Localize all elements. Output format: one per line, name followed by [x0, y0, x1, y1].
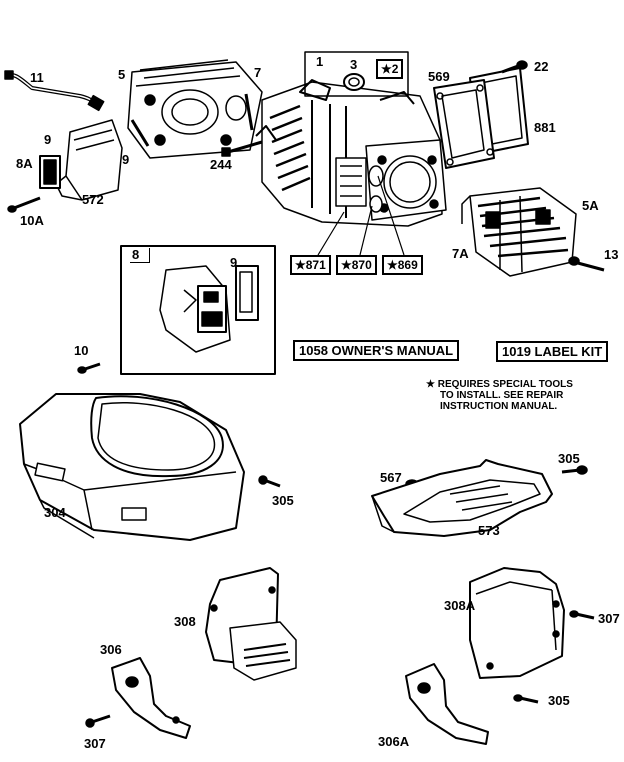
control-bracket-part-572	[55, 119, 123, 201]
screw-part-22	[501, 60, 528, 74]
label-part-13: 13	[604, 247, 619, 262]
label-part-869: ★869	[382, 255, 423, 275]
screw-part-10	[77, 362, 101, 374]
label-part-572: 572	[82, 192, 104, 207]
label-part-569: 569	[428, 69, 450, 84]
baffle-part-306A	[405, 663, 489, 745]
label-part-306A: 306A	[378, 734, 410, 749]
label-part-2: ★2	[376, 59, 404, 79]
label-part-871: ★871	[290, 255, 331, 275]
label-part-9-left: 9	[44, 132, 52, 147]
governor-parts-part-8	[159, 265, 259, 353]
owners-manual-kit: 1058 OWNER'S MANUAL	[293, 340, 460, 361]
bushing-leader-lines	[317, 175, 405, 256]
label-kit: 1019 LABEL KIT	[496, 341, 609, 362]
screw-part-244	[221, 140, 263, 157]
breather-tube-part-11	[4, 70, 105, 112]
label-part-308: 308	[174, 614, 196, 629]
air-guide-part-308	[205, 567, 297, 681]
screw-part-307-right	[569, 610, 595, 620]
cylinder-head-part-5A	[461, 187, 577, 277]
screw-part-10A	[7, 196, 41, 213]
shroud-plate-part-573	[371, 459, 553, 537]
label-part-9-box: 9	[230, 255, 238, 270]
label-part-10A: 10A	[20, 213, 44, 228]
screw-part-305-right	[561, 465, 588, 475]
label-part-244: 244	[210, 157, 232, 172]
special-tools-note-line3: INSTRUCTION MANUAL.	[440, 401, 558, 412]
label-part-306: 306	[100, 642, 122, 657]
screw-part-307-left	[85, 714, 111, 728]
special-tools-note-line2: TO INSTALL. SEE REPAIR	[440, 390, 564, 401]
label-part-5A: 5A	[582, 198, 599, 213]
label-part-305-right: 305	[558, 451, 580, 466]
label-part-7: 7	[254, 65, 262, 80]
gasket-part-569	[433, 79, 495, 169]
air-guide-part-308A	[469, 567, 565, 679]
label-part-8: 8	[130, 248, 151, 263]
label-part-8A: 8A	[16, 156, 33, 171]
governor-kit-box	[120, 245, 276, 375]
label-part-308A: 308A	[444, 598, 476, 613]
governor-bracket-part-8A	[39, 155, 61, 189]
block-assembly-box	[304, 51, 409, 97]
screw-part-305-blower	[258, 475, 281, 488]
baffle-part-306	[111, 657, 191, 739]
label-part-7A: 7A	[452, 246, 469, 261]
label-part-567: 567	[380, 470, 402, 485]
special-tools-note-line1: ★ REQUIRES SPECIAL TOOLS	[426, 379, 573, 390]
label-part-307-left: 307	[84, 736, 106, 751]
cylinder-head-part-5	[127, 59, 263, 159]
screw-part-305-lower	[513, 694, 539, 704]
cylinder-block-part-1	[255, 79, 447, 227]
label-part-573: 573	[478, 523, 500, 538]
label-part-305-lower: 305	[548, 693, 570, 708]
label-part-305-blower: 305	[272, 493, 294, 508]
blower-housing-part-304	[19, 393, 245, 541]
label-part-5: 5	[118, 67, 126, 82]
label-part-11: 11	[30, 70, 44, 85]
label-part-10: 10	[74, 343, 89, 358]
label-part-881: 881	[534, 120, 556, 135]
bolt-part-13	[568, 256, 605, 272]
label-part-304: 304	[44, 505, 66, 520]
label-part-9-right: 9	[122, 152, 130, 167]
label-part-3: 3	[350, 57, 358, 72]
label-part-307-right: 307	[598, 611, 620, 626]
label-part-870: ★870	[336, 255, 377, 275]
label-part-1: 1	[316, 54, 324, 69]
label-part-22: 22	[534, 59, 549, 74]
oil-seal-part-3	[343, 73, 365, 91]
